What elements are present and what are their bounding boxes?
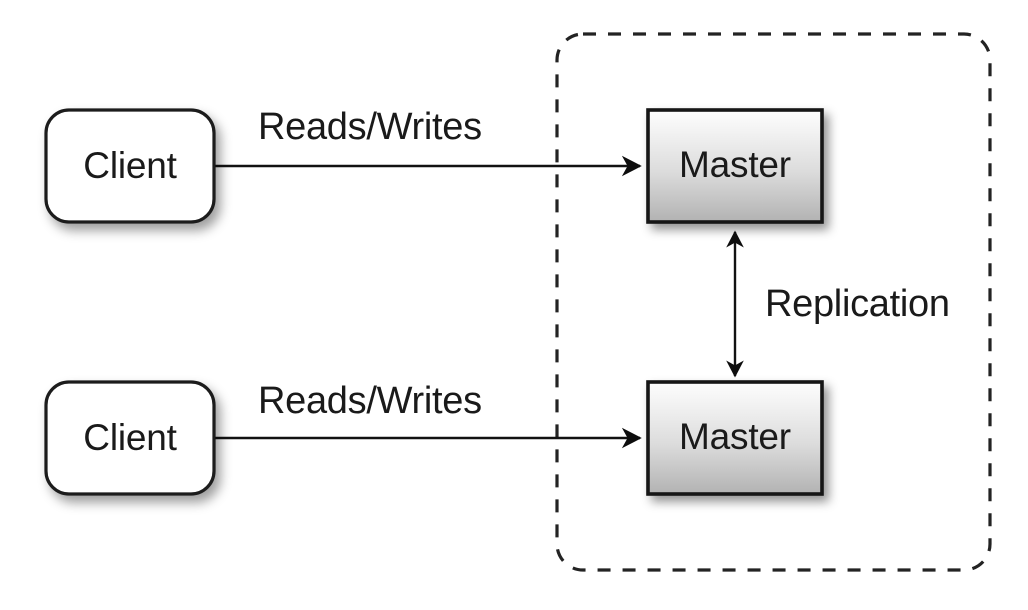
client-bottom-label: Client: [83, 417, 177, 458]
master-bottom-label: Master: [679, 416, 791, 457]
replication-cluster-boundary: [555, 32, 992, 572]
client-top-label: Client: [83, 145, 177, 186]
node-client-top[interactable]: Client: [44, 108, 216, 224]
edge-label-replication: Replication: [765, 283, 950, 325]
edge-master-to-master: Replication: [726, 230, 950, 378]
master-top-shape[interactable]: [646, 108, 824, 224]
node-client-bottom[interactable]: Client: [44, 380, 216, 496]
node-master-bottom[interactable]: Master: [646, 380, 824, 496]
edge-client-top-to-master-top: Reads/Writes: [215, 106, 642, 177]
master-top-label: Master: [679, 144, 791, 185]
edge-label-reads-writes-top: Reads/Writes: [258, 106, 482, 148]
node-master-top[interactable]: Master: [646, 108, 824, 224]
master-bottom-shape[interactable]: [646, 380, 824, 496]
client-top-shape[interactable]: [44, 108, 216, 224]
edge-label-reads-writes-bottom: Reads/Writes: [258, 380, 482, 422]
client-bottom-shape[interactable]: [44, 380, 216, 496]
edge-client-bottom-to-master-bottom: Reads/Writes: [215, 380, 642, 449]
